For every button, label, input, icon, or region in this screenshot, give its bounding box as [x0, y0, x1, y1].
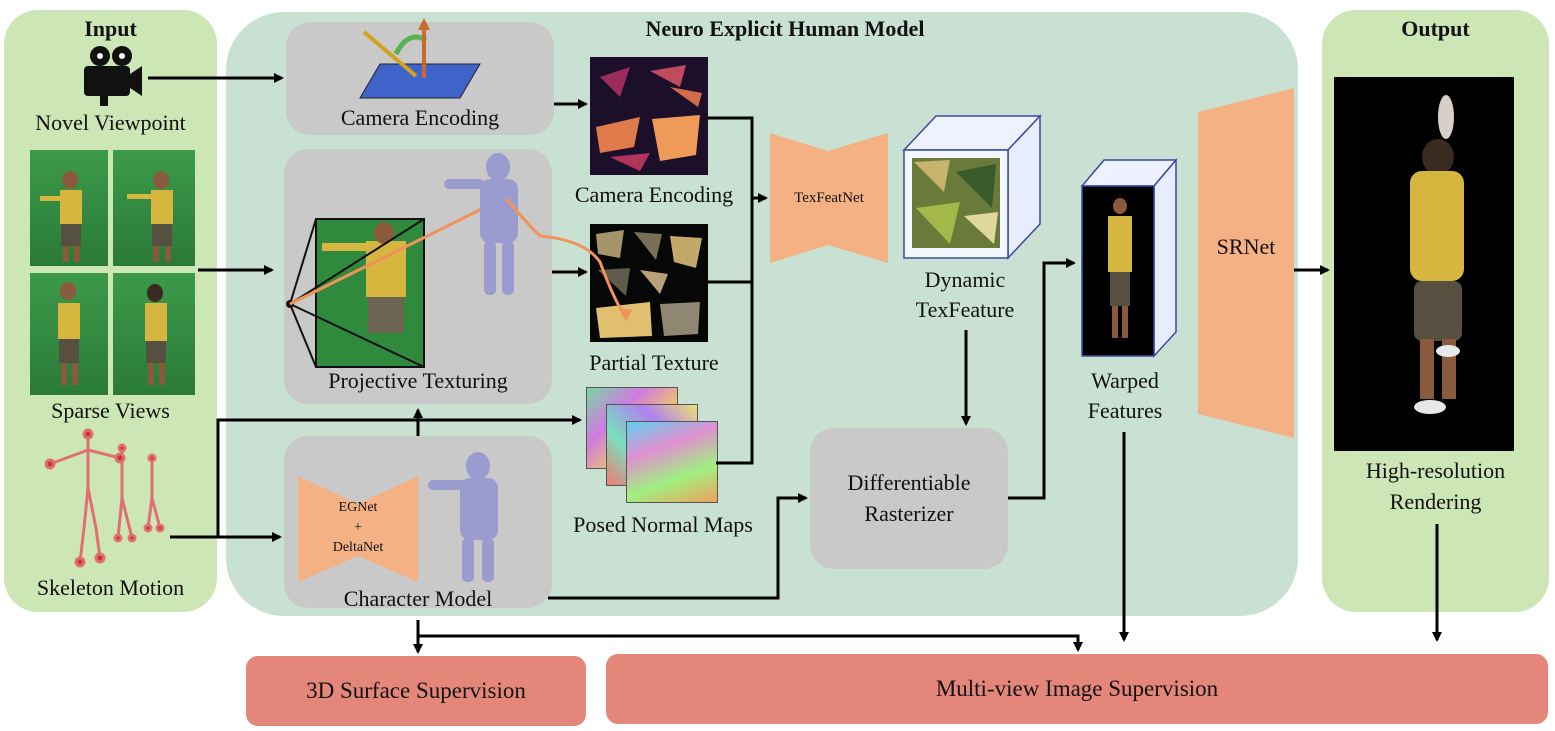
dynamic-texfeature-label-1: Dynamic [924, 267, 1006, 292]
srnet-label: SRNet [1216, 234, 1276, 259]
partial-texture-image [590, 224, 708, 342]
texfeatnet-network [770, 133, 888, 263]
camera-encoding-box-label: Camera Encoding [340, 105, 500, 130]
warped-features-cube [1078, 158, 1178, 358]
differentiable-rasterizer-box [810, 428, 1008, 569]
novel-viewpoint-label: Novel Viewpoint [35, 110, 186, 135]
differentiable-label-2: Rasterizer [864, 501, 954, 526]
output-title: Output [1401, 16, 1470, 41]
3d-surface-supervision-label: 3D Surface Supervision [306, 678, 526, 703]
high-resolution-rendering-image [1334, 77, 1514, 451]
3d-surface-supervision-box: 3D Surface Supervision [246, 656, 586, 726]
video-camera-icon [78, 44, 144, 106]
deltanet-label: DeltaNet [332, 540, 384, 555]
skeleton-motion-figure [40, 428, 170, 568]
rendering-label-1: High-resolution [1365, 458, 1506, 483]
dynamic-texfeature-cube [900, 112, 1044, 262]
sparse-view-3 [30, 273, 108, 395]
character-model-label: Character Model [343, 586, 493, 611]
sparse-view-2 [113, 150, 195, 266]
projection-frustum [284, 149, 552, 404]
normal-map-3 [626, 421, 718, 503]
multiview-image-supervision-label: Multi-view Image Supervision [935, 676, 1219, 701]
character-mesh [424, 448, 524, 586]
warped-features-label-1: Warped [1091, 368, 1159, 393]
plus-label: + [354, 520, 362, 535]
warped-features-label-2: Features [1087, 398, 1163, 423]
texfeatnet-label: TexFeatNet [794, 190, 864, 206]
model-title: Neuro Explicit Human Model [645, 16, 925, 41]
srnet-network [1198, 88, 1294, 438]
camera-plane-graphic [356, 18, 486, 100]
partial-texture-label: Partial Texture [589, 350, 719, 375]
input-title: Input [84, 16, 137, 41]
egnet-label: EGNet [338, 500, 378, 515]
sparse-view-1 [30, 150, 108, 266]
skeleton-motion-label: Skeleton Motion [36, 575, 185, 600]
camera-encoding-image [590, 57, 708, 175]
rendering-label-2: Rendering [1389, 489, 1482, 514]
posed-normal-maps-label: Posed Normal Maps [573, 512, 753, 537]
camera-encoding-image-label: Camera Encoding [574, 182, 734, 207]
projective-texturing-label: Projective Texturing [328, 368, 508, 393]
sparse-view-4 [113, 273, 195, 395]
differentiable-label-1: Differentiable [847, 470, 971, 495]
multiview-image-supervision-box: Multi-view Image Supervision [606, 654, 1548, 724]
sparse-views-label: Sparse Views [51, 398, 170, 423]
dynamic-texfeature-label-2: TexFeature [915, 297, 1015, 322]
